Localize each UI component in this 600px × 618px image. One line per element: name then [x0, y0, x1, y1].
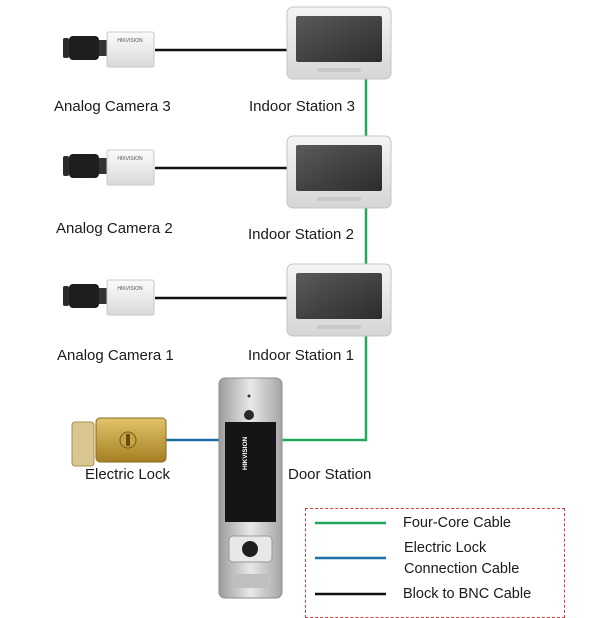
indoor-station-1-icon: [286, 263, 392, 337]
camera-2-label: Analog Camera 2: [56, 220, 173, 237]
indoor-station-3-label: Indoor Station 3: [249, 98, 355, 115]
legend-bnc-label: Block to BNC Cable: [403, 586, 532, 602]
door-station-icon: [218, 377, 283, 599]
indoor-station-2-label: Indoor Station 2: [248, 226, 354, 243]
indoor-station-3-icon: [286, 6, 392, 80]
connection-diagram: HIKVISION HIKVISION HIKVISION: [63, 6, 392, 599]
analog-camera-3-icon: HIKVISION: [63, 31, 155, 68]
camera-brand-text: HIKVISION: [117, 286, 143, 292]
legend-electric-lock-label-line1: Electric Lock: [404, 540, 487, 556]
door-station-brand-text: HIKVISION: [242, 436, 249, 470]
camera-3-label: Analog Camera 3: [54, 98, 171, 115]
camera-brand-text: HIKVISION: [117, 156, 143, 162]
door-station-label: Door Station: [288, 466, 372, 483]
indoor-station-2-icon: [286, 135, 392, 209]
analog-camera-2-icon: HIKVISION: [63, 149, 155, 186]
legend-electric-lock-label-line2: Connection Cable: [404, 561, 520, 577]
analog-camera-1-icon: HIKVISION: [63, 279, 155, 316]
camera-brand-text: HIKVISION: [117, 38, 143, 44]
four-core-cable-station-1-to-door: [282, 335, 368, 442]
electric-lock-label: Electric Lock: [85, 466, 171, 483]
electric-lock-icon: [71, 417, 167, 467]
legend-four-core-label: Four-Core Cable: [403, 515, 511, 531]
camera-1-label: Analog Camera 1: [57, 347, 174, 364]
indoor-station-1-label: Indoor Station 1: [248, 347, 354, 364]
